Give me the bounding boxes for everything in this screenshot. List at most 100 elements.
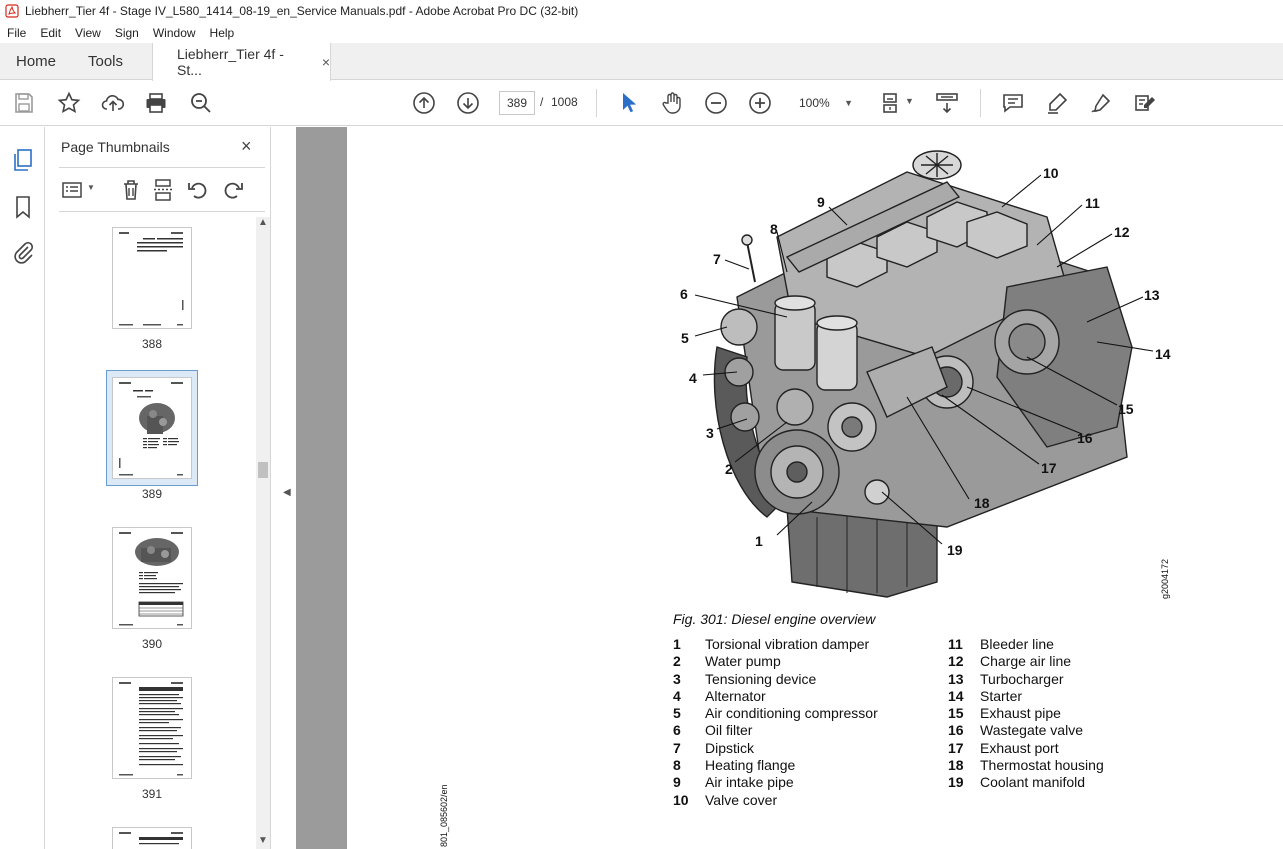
title-bar: Liebherr_Tier 4f - Stage IV_L580_1414_08…: [0, 0, 1283, 22]
callout-number: 17: [1041, 460, 1057, 476]
panel-close-icon[interactable]: ×: [241, 136, 252, 156]
panel-title: Page Thumbnails: [61, 139, 170, 155]
rotate-clockwise-icon[interactable]: [221, 178, 245, 202]
legend-number: 1: [673, 636, 681, 652]
callout-number: 7: [713, 251, 721, 267]
left-rail: [0, 127, 45, 849]
menu-edit[interactable]: Edit: [40, 25, 62, 40]
fit-page-icon[interactable]: [880, 91, 904, 115]
legend-label: Turbocharger: [980, 670, 1064, 687]
legend-number: 18: [948, 757, 964, 774]
scroll-down-icon[interactable]: ▼: [258, 835, 268, 846]
legend-label: Starter: [980, 687, 1023, 704]
page-thumbnails-icon[interactable]: [11, 148, 35, 172]
menu-view[interactable]: View: [75, 25, 101, 40]
fill-sign-icon[interactable]: [1089, 91, 1113, 115]
callout-number: 5: [681, 330, 689, 346]
tab-home[interactable]: Home: [16, 53, 57, 70]
total-pages: 1008: [551, 95, 578, 109]
collapse-panel-icon[interactable]: ◀: [283, 487, 291, 498]
thumbnail-page-next[interactable]: [112, 827, 192, 849]
page-number-input[interactable]: 389: [499, 91, 535, 115]
print-icon[interactable]: [144, 91, 168, 115]
thumbnail-list: 388 389: [45, 217, 255, 849]
legend-label: Tensioning device: [705, 670, 817, 687]
edit-pdf-icon[interactable]: [1133, 91, 1157, 115]
bookmark-star-icon[interactable]: [57, 91, 81, 115]
thumbnail-preview: [119, 232, 184, 326]
extract-pages-icon[interactable]: [152, 178, 176, 202]
tab-bar: Home Tools Liebherr_Tier 4f - St... ×: [0, 43, 1283, 81]
legend-number: 13: [948, 670, 964, 687]
callout-number: 3: [706, 425, 714, 441]
legend-label: Valve cover: [705, 791, 778, 808]
menu-window[interactable]: Window: [152, 25, 196, 40]
thumbnail-preview: [119, 382, 183, 476]
tab-close-icon[interactable]: ×: [321, 54, 330, 70]
delete-page-icon[interactable]: [119, 178, 143, 202]
scrolling-mode-icon[interactable]: [935, 91, 959, 115]
thumbnail-preview: [119, 532, 184, 626]
panel-resize-strip[interactable]: [270, 127, 296, 849]
panel-toolbar: ▼: [59, 175, 265, 205]
hand-tool-icon[interactable]: [660, 91, 684, 115]
callout-number: 18: [974, 495, 990, 511]
save-icon[interactable]: [12, 91, 36, 115]
thumbnail-label: 388: [141, 337, 163, 351]
scroll-up-icon[interactable]: ▲: [258, 217, 268, 228]
callout-number: 8: [770, 221, 778, 237]
previous-page-icon[interactable]: [412, 91, 436, 115]
chevron-down-icon: ▼: [844, 98, 853, 108]
thumbnail-page-389[interactable]: [112, 377, 192, 479]
fit-page-chevron-icon[interactable]: ▼: [905, 96, 914, 106]
callout-number: 6: [680, 286, 688, 302]
toolbar-divider: [980, 89, 981, 117]
upload-cloud-icon[interactable]: [101, 91, 125, 115]
next-page-icon[interactable]: [456, 91, 480, 115]
thumbnail-scrollbar[interactable]: ▲ ▼: [256, 217, 270, 849]
legend-number: 10: [673, 791, 689, 808]
highlight-pen-icon[interactable]: [1045, 91, 1069, 115]
tab-document[interactable]: Liebherr_Tier 4f - St... ×: [152, 43, 331, 81]
select-cursor-icon[interactable]: [617, 91, 641, 115]
menu-sign[interactable]: Sign: [114, 25, 139, 40]
thumbnail-page-390[interactable]: [112, 527, 192, 629]
legend-label: Exhaust port: [980, 739, 1059, 756]
legend-label: Air conditioning compressor: [705, 705, 878, 722]
rotate-counterclockwise-icon[interactable]: [186, 178, 210, 202]
bookmarks-icon[interactable]: [11, 195, 35, 219]
thumbnail-page-391[interactable]: [112, 677, 192, 779]
options-chevron-icon[interactable]: ▼: [87, 183, 95, 192]
comment-icon[interactable]: [1001, 91, 1025, 115]
menu-help[interactable]: Help: [209, 25, 235, 40]
tab-tools[interactable]: Tools: [88, 53, 124, 70]
legend-item: 13 Turbocharger: [948, 671, 1104, 688]
menu-bar: File Edit View Sign Window Help: [0, 22, 1283, 43]
thumbnail-label: 389: [141, 487, 163, 501]
zoom-level-select[interactable]: 100% ▼: [793, 91, 859, 115]
zoom-search-icon[interactable]: [189, 91, 213, 115]
menu-file[interactable]: File: [7, 25, 27, 40]
legend-label: Charge air line: [980, 653, 1072, 670]
zoom-out-icon[interactable]: [704, 91, 728, 115]
attachments-icon[interactable]: [11, 240, 35, 264]
zoom-in-icon[interactable]: [748, 91, 772, 115]
thumbnail-options-icon[interactable]: [61, 178, 85, 202]
legend-label: Dipstick: [705, 739, 755, 756]
tab-document-label: Liebherr_Tier 4f - St...: [177, 46, 284, 78]
panel-divider: [59, 167, 265, 168]
main-toolbar: [0, 81, 1283, 126]
callout-number: 15: [1118, 401, 1134, 417]
figure-code: g2004172: [1160, 558, 1170, 599]
thumbnail-page-388[interactable]: [112, 227, 192, 329]
scroll-thumb[interactable]: [258, 462, 268, 478]
